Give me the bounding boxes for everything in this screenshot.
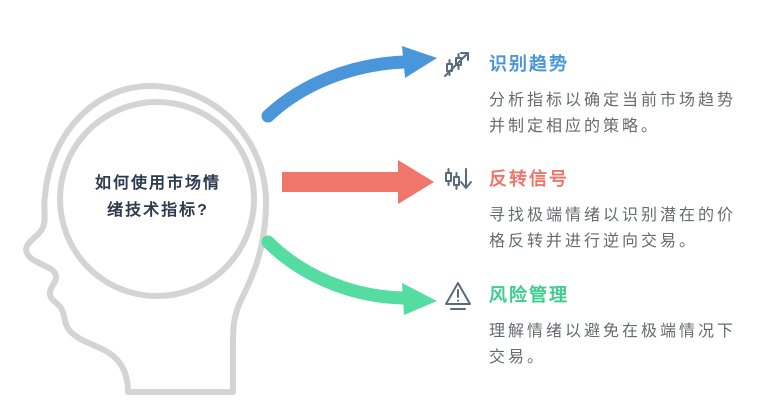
- trend-arrowhead: [402, 46, 437, 78]
- item-trend-description: 分析指标以确定当前市场趋势并制定相应的策略。: [489, 92, 737, 135]
- item-reversal-description: 寻找极端情绪以识别潜在的价格反转并进行逆向交易。: [489, 207, 737, 250]
- item-trend-header: 识别趋势: [443, 48, 753, 80]
- brain-circle: [57, 99, 257, 299]
- risk-arrow: [261, 235, 411, 305]
- item-reversal: 反转信号 寻找极端情绪以识别潜在的价格反转并进行逆向交易。: [443, 163, 753, 255]
- item-risk-title: 风险管理: [489, 285, 569, 305]
- reversal-down-arrow-icon: [445, 168, 472, 190]
- item-reversal-header: 反转信号: [443, 163, 753, 195]
- item-risk: 风险管理 理解情绪以避免在极端情况下交易。: [443, 279, 753, 371]
- item-trend: 识别趋势 分析指标以确定当前市场趋势并制定相应的策略。: [443, 48, 753, 140]
- item-risk-description: 理解情绪以避免在极端情况下交易。: [489, 323, 737, 366]
- reversal-arrow: [282, 160, 434, 204]
- trend-up-candlestick-icon: [444, 52, 469, 77]
- item-reversal-title: 反转信号: [489, 169, 569, 189]
- trend-arrow: [261, 55, 411, 123]
- warning-triangle-icon: [445, 282, 471, 310]
- central-question: 如何使用市场情绪技术指标?: [94, 175, 221, 219]
- risk-arrowhead: [402, 283, 437, 315]
- item-trend-title: 识别趋势: [489, 54, 569, 74]
- item-risk-header: 风险管理: [443, 279, 753, 311]
